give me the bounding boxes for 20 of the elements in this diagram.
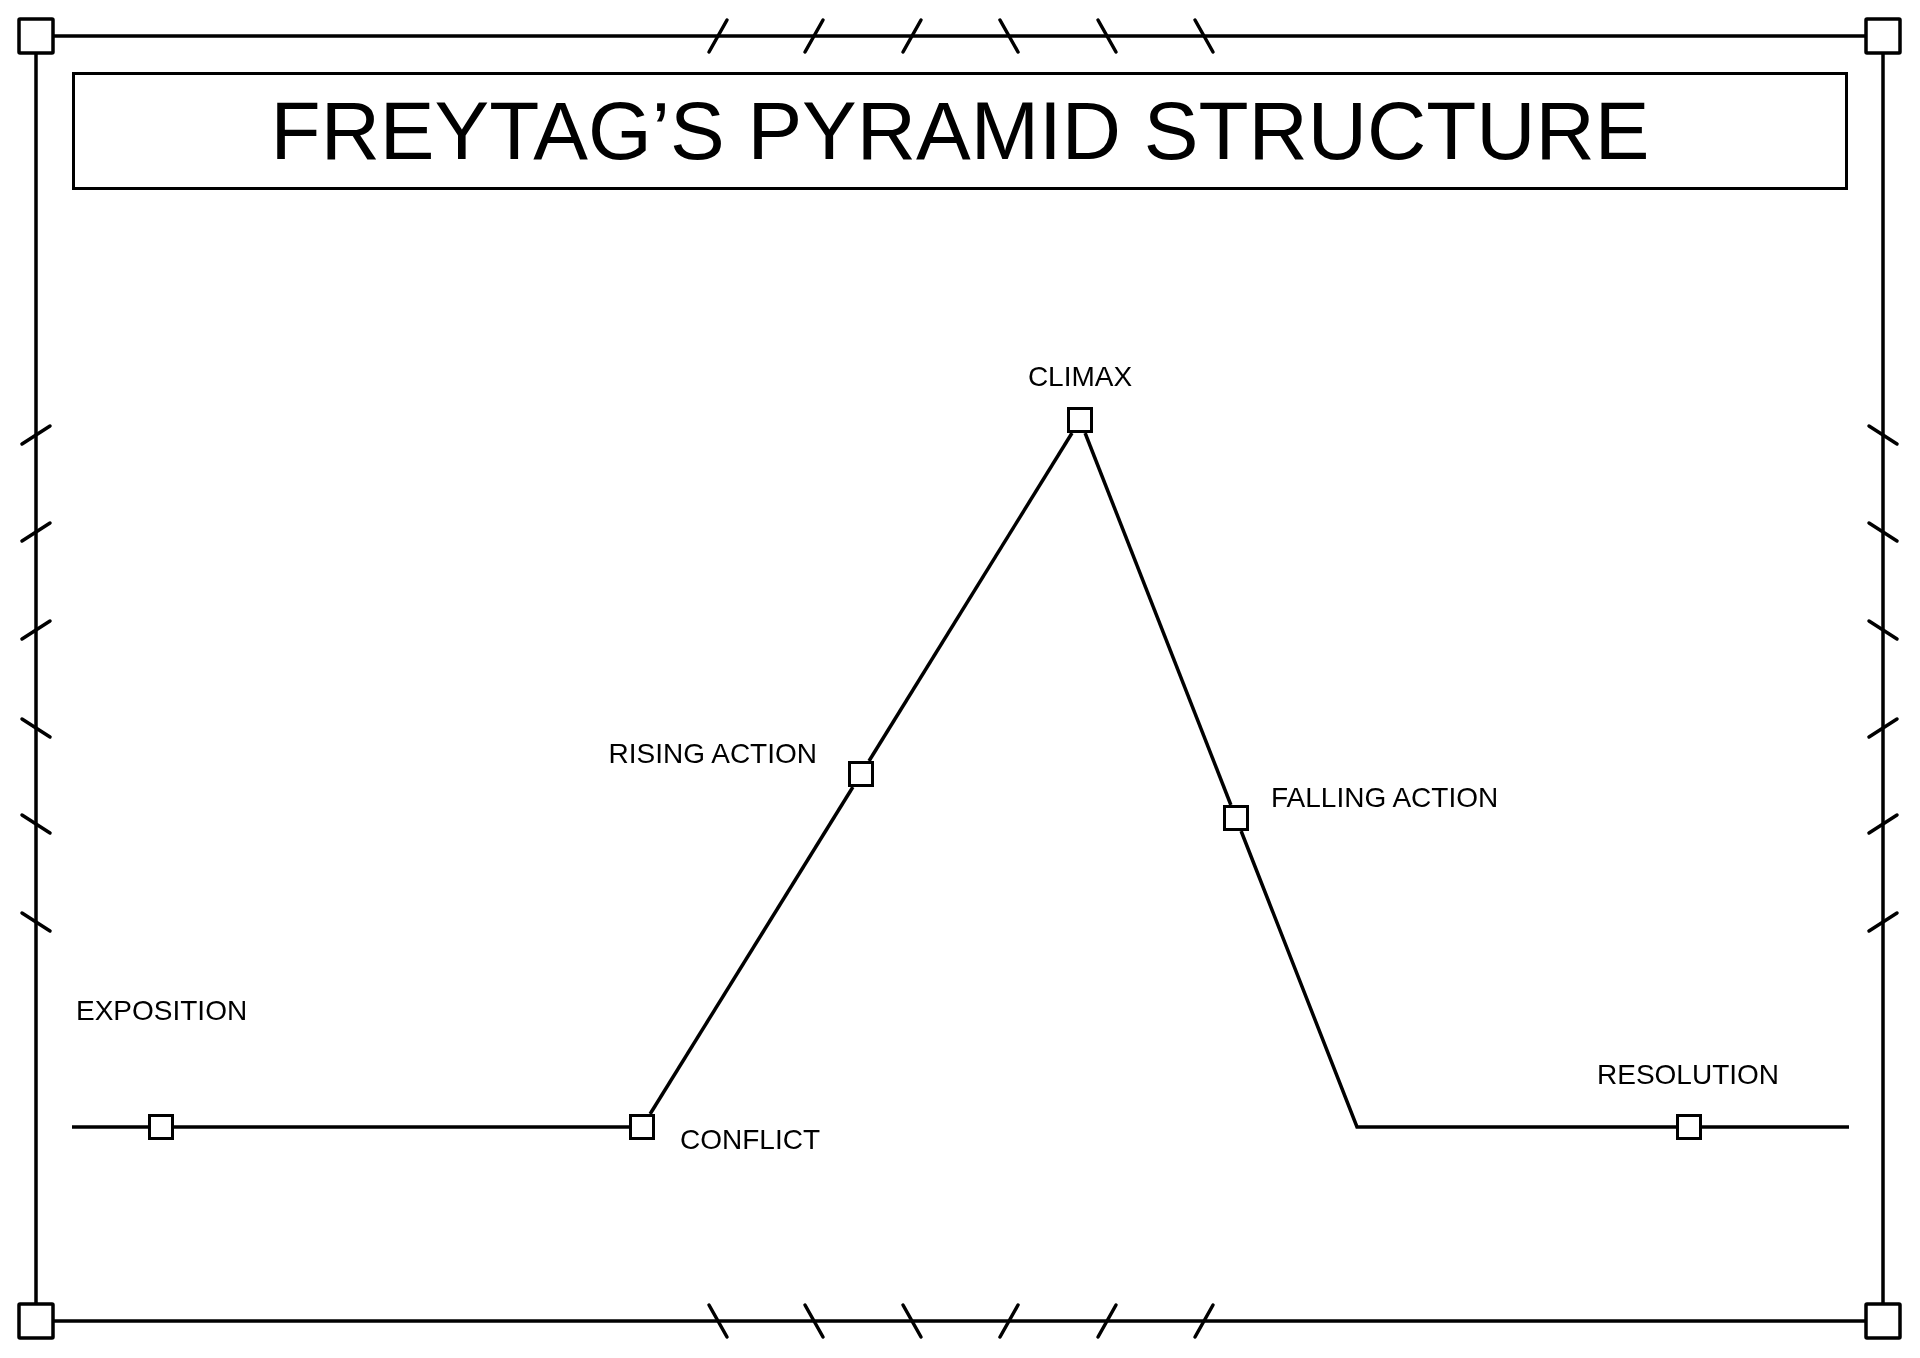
square-marker <box>1067 407 1093 433</box>
stage-label: RESOLUTION <box>1597 1061 1779 1089</box>
stage-label: RISING ACTION <box>608 740 817 768</box>
square-marker <box>148 1114 174 1140</box>
stage-label: EXPOSITION <box>76 997 248 1025</box>
plot-line <box>867 432 1074 762</box>
square-marker <box>1676 1114 1702 1140</box>
stage-label: FALLING ACTION <box>1271 784 1499 812</box>
stage-label: CLIMAX <box>1027 363 1133 391</box>
square-marker <box>848 761 874 787</box>
stage-label: CONFLICT <box>680 1126 820 1154</box>
plot-line <box>648 786 855 1115</box>
square-marker <box>629 1114 655 1140</box>
plot-line <box>174 1125 629 1129</box>
plot-line <box>1083 432 1233 806</box>
title: FREYTAG’S PYRAMID STRUCTURE <box>270 90 1650 172</box>
plot-line <box>1239 830 1676 1129</box>
plot-line <box>72 1125 148 1129</box>
square-marker <box>1223 805 1249 831</box>
plot-line <box>1702 1125 1849 1129</box>
